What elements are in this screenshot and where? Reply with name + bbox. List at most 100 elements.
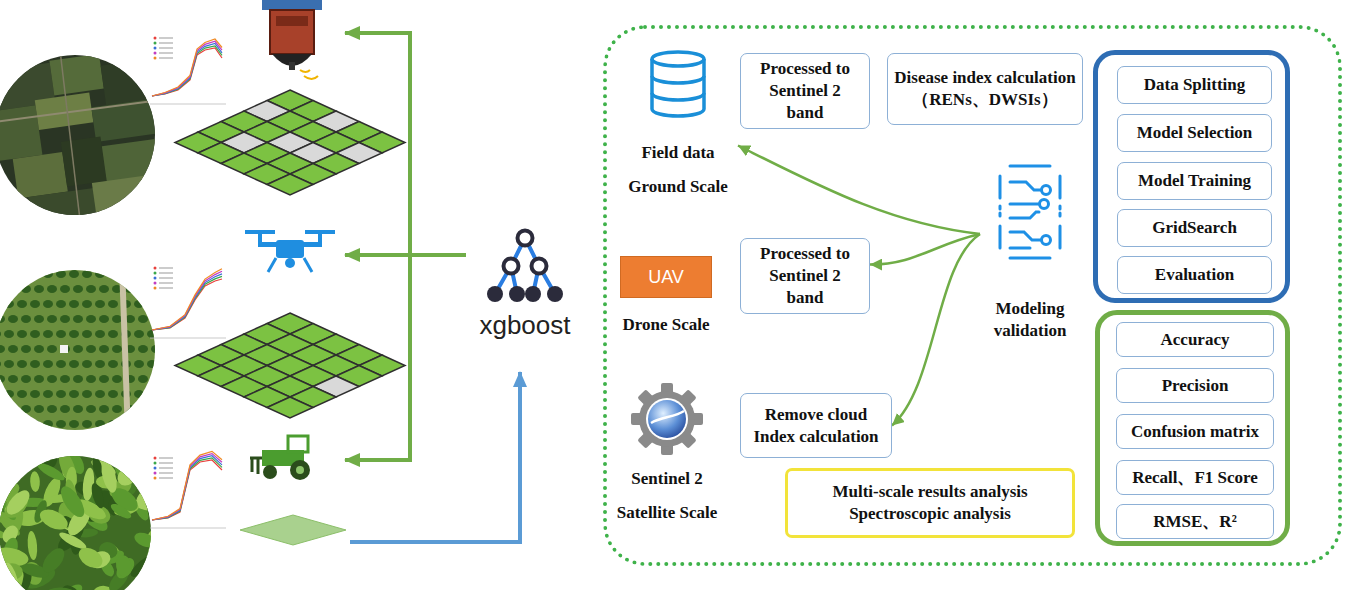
- svg-ellipse: [99, 405, 109, 413]
- process-box: Disease index calculation （RENs、DWSIs）: [887, 53, 1083, 125]
- svg-ellipse: [8, 345, 18, 353]
- svg-ellipse: [0, 270, 1, 278]
- svg-circle: [639, 391, 695, 447]
- metric-group: AccuracyPrecisionConfusion matrixRecall、…: [1095, 310, 1290, 546]
- svg-ellipse: [4, 330, 14, 338]
- svg-ellipse: [99, 345, 109, 353]
- metric-box: Accuracy: [1116, 322, 1274, 357]
- curved-arrow: [738, 146, 980, 235]
- svg-ellipse: [30, 300, 40, 308]
- svg-ellipse: [144, 586, 165, 590]
- svg-ellipse: [35, 460, 66, 483]
- svg-ellipse: [1, 561, 22, 590]
- svg-ellipse: [30, 360, 40, 368]
- svg-ellipse: [134, 360, 144, 368]
- drone-icon: [245, 230, 335, 272]
- svg-ellipse: [82, 360, 92, 368]
- svg-circle: [154, 462, 157, 465]
- svg-ellipse: [134, 330, 144, 338]
- svg-ellipse: [0, 360, 1, 368]
- label-text: Model Selection: [1137, 122, 1253, 144]
- svg-path: [652, 59, 704, 116]
- step-box: Data Splitting: [1117, 66, 1272, 104]
- label-text: Precision: [1162, 375, 1229, 397]
- svg-ellipse: [69, 300, 79, 308]
- svg-ellipse: [47, 375, 57, 383]
- svg-rect: [61, 136, 107, 186]
- svg-ellipse: [4, 360, 14, 368]
- svg-ellipse: [56, 300, 66, 308]
- svg-path: [159, 278, 173, 279]
- svg-circle: [509, 286, 525, 302]
- svg-ellipse: [69, 390, 79, 398]
- ground-plot: [240, 515, 346, 545]
- svg-ellipse: [17, 420, 27, 428]
- svg-ellipse: [86, 315, 96, 323]
- svg-ellipse: [56, 483, 88, 521]
- svg-path: [1010, 166, 1050, 258]
- svg-ellipse: [4, 437, 40, 473]
- database-node: Field data Ground Scale: [618, 50, 738, 204]
- label-text: Processed to Sentinel 2 band: [753, 243, 858, 309]
- svg-ellipse: [34, 375, 44, 383]
- svg-ellipse: [21, 375, 31, 383]
- svg-ellipse: [114, 464, 140, 489]
- svg-circle: [154, 472, 157, 475]
- label-text: Remove cloud Index calculation: [747, 404, 885, 448]
- svg-ellipse: [147, 390, 157, 398]
- svg-polyline: [152, 456, 222, 520]
- label-text: Sentinel 2 Satellite Scale: [600, 462, 734, 530]
- svg-polyline: [152, 39, 222, 96]
- svg-circle: [285, 258, 295, 268]
- label-text: Confusion matrix: [1131, 421, 1259, 443]
- curved-arrow: [870, 234, 980, 265]
- svg-circle: [1040, 200, 1049, 209]
- svg-ellipse: [34, 405, 44, 413]
- analysis-box: Multi-scale results analysis Spectroscop…: [785, 468, 1075, 538]
- output-arrows: [345, 31, 466, 462]
- svg-circle: [154, 57, 157, 60]
- icon: [485, 228, 565, 306]
- svg-ellipse: [8, 375, 18, 383]
- svg-path: [1010, 182, 1041, 190]
- svg-rect: [0, 450, 165, 590]
- svg-path: [159, 288, 173, 289]
- spectral-charts: [150, 37, 226, 529]
- svg-g: [1000, 166, 1060, 258]
- svg-path: [345, 458, 412, 462]
- svg-ellipse: [69, 270, 79, 278]
- svg-ellipse: [69, 330, 79, 338]
- label-text: UAV: [648, 266, 684, 288]
- svg-ellipse: [75, 543, 106, 571]
- svg-circle: [646, 398, 688, 440]
- svg-path: [150, 338, 226, 339]
- svg-path: [652, 76, 704, 83]
- svg-path: [268, 258, 312, 272]
- icon: [994, 162, 1066, 262]
- svg-ellipse: [82, 420, 92, 428]
- svg-ellipse: [0, 300, 1, 308]
- label-text: Modeling validation: [980, 298, 1080, 342]
- svg-ellipse: [8, 315, 18, 323]
- svg-ellipse: [56, 330, 66, 338]
- svg-path: [0, 100, 160, 122]
- svg-circle: [154, 477, 157, 480]
- svg-ellipse: [3, 486, 34, 518]
- label-text: Disease index calculation （RENs、DWSIs）: [894, 67, 1076, 111]
- svg-ellipse: [112, 345, 122, 353]
- step-box: Model Selection: [1117, 114, 1272, 152]
- svg-ellipse: [0, 330, 1, 338]
- label-text: Data Splitting: [1144, 74, 1246, 96]
- svg-ellipse: [99, 315, 109, 323]
- svg-ellipse: [21, 405, 31, 413]
- metric-box: Precision: [1116, 368, 1274, 403]
- svg-ellipse: [125, 285, 135, 293]
- svg-ellipse: [121, 420, 131, 428]
- svg-ellipse: [115, 554, 133, 578]
- svg-ellipse: [0, 345, 5, 353]
- process-box: Processed to Sentinel 2 band: [740, 238, 870, 314]
- svg-ellipse: [112, 375, 122, 383]
- svg-circle: [154, 272, 157, 275]
- svg-path: [652, 93, 704, 100]
